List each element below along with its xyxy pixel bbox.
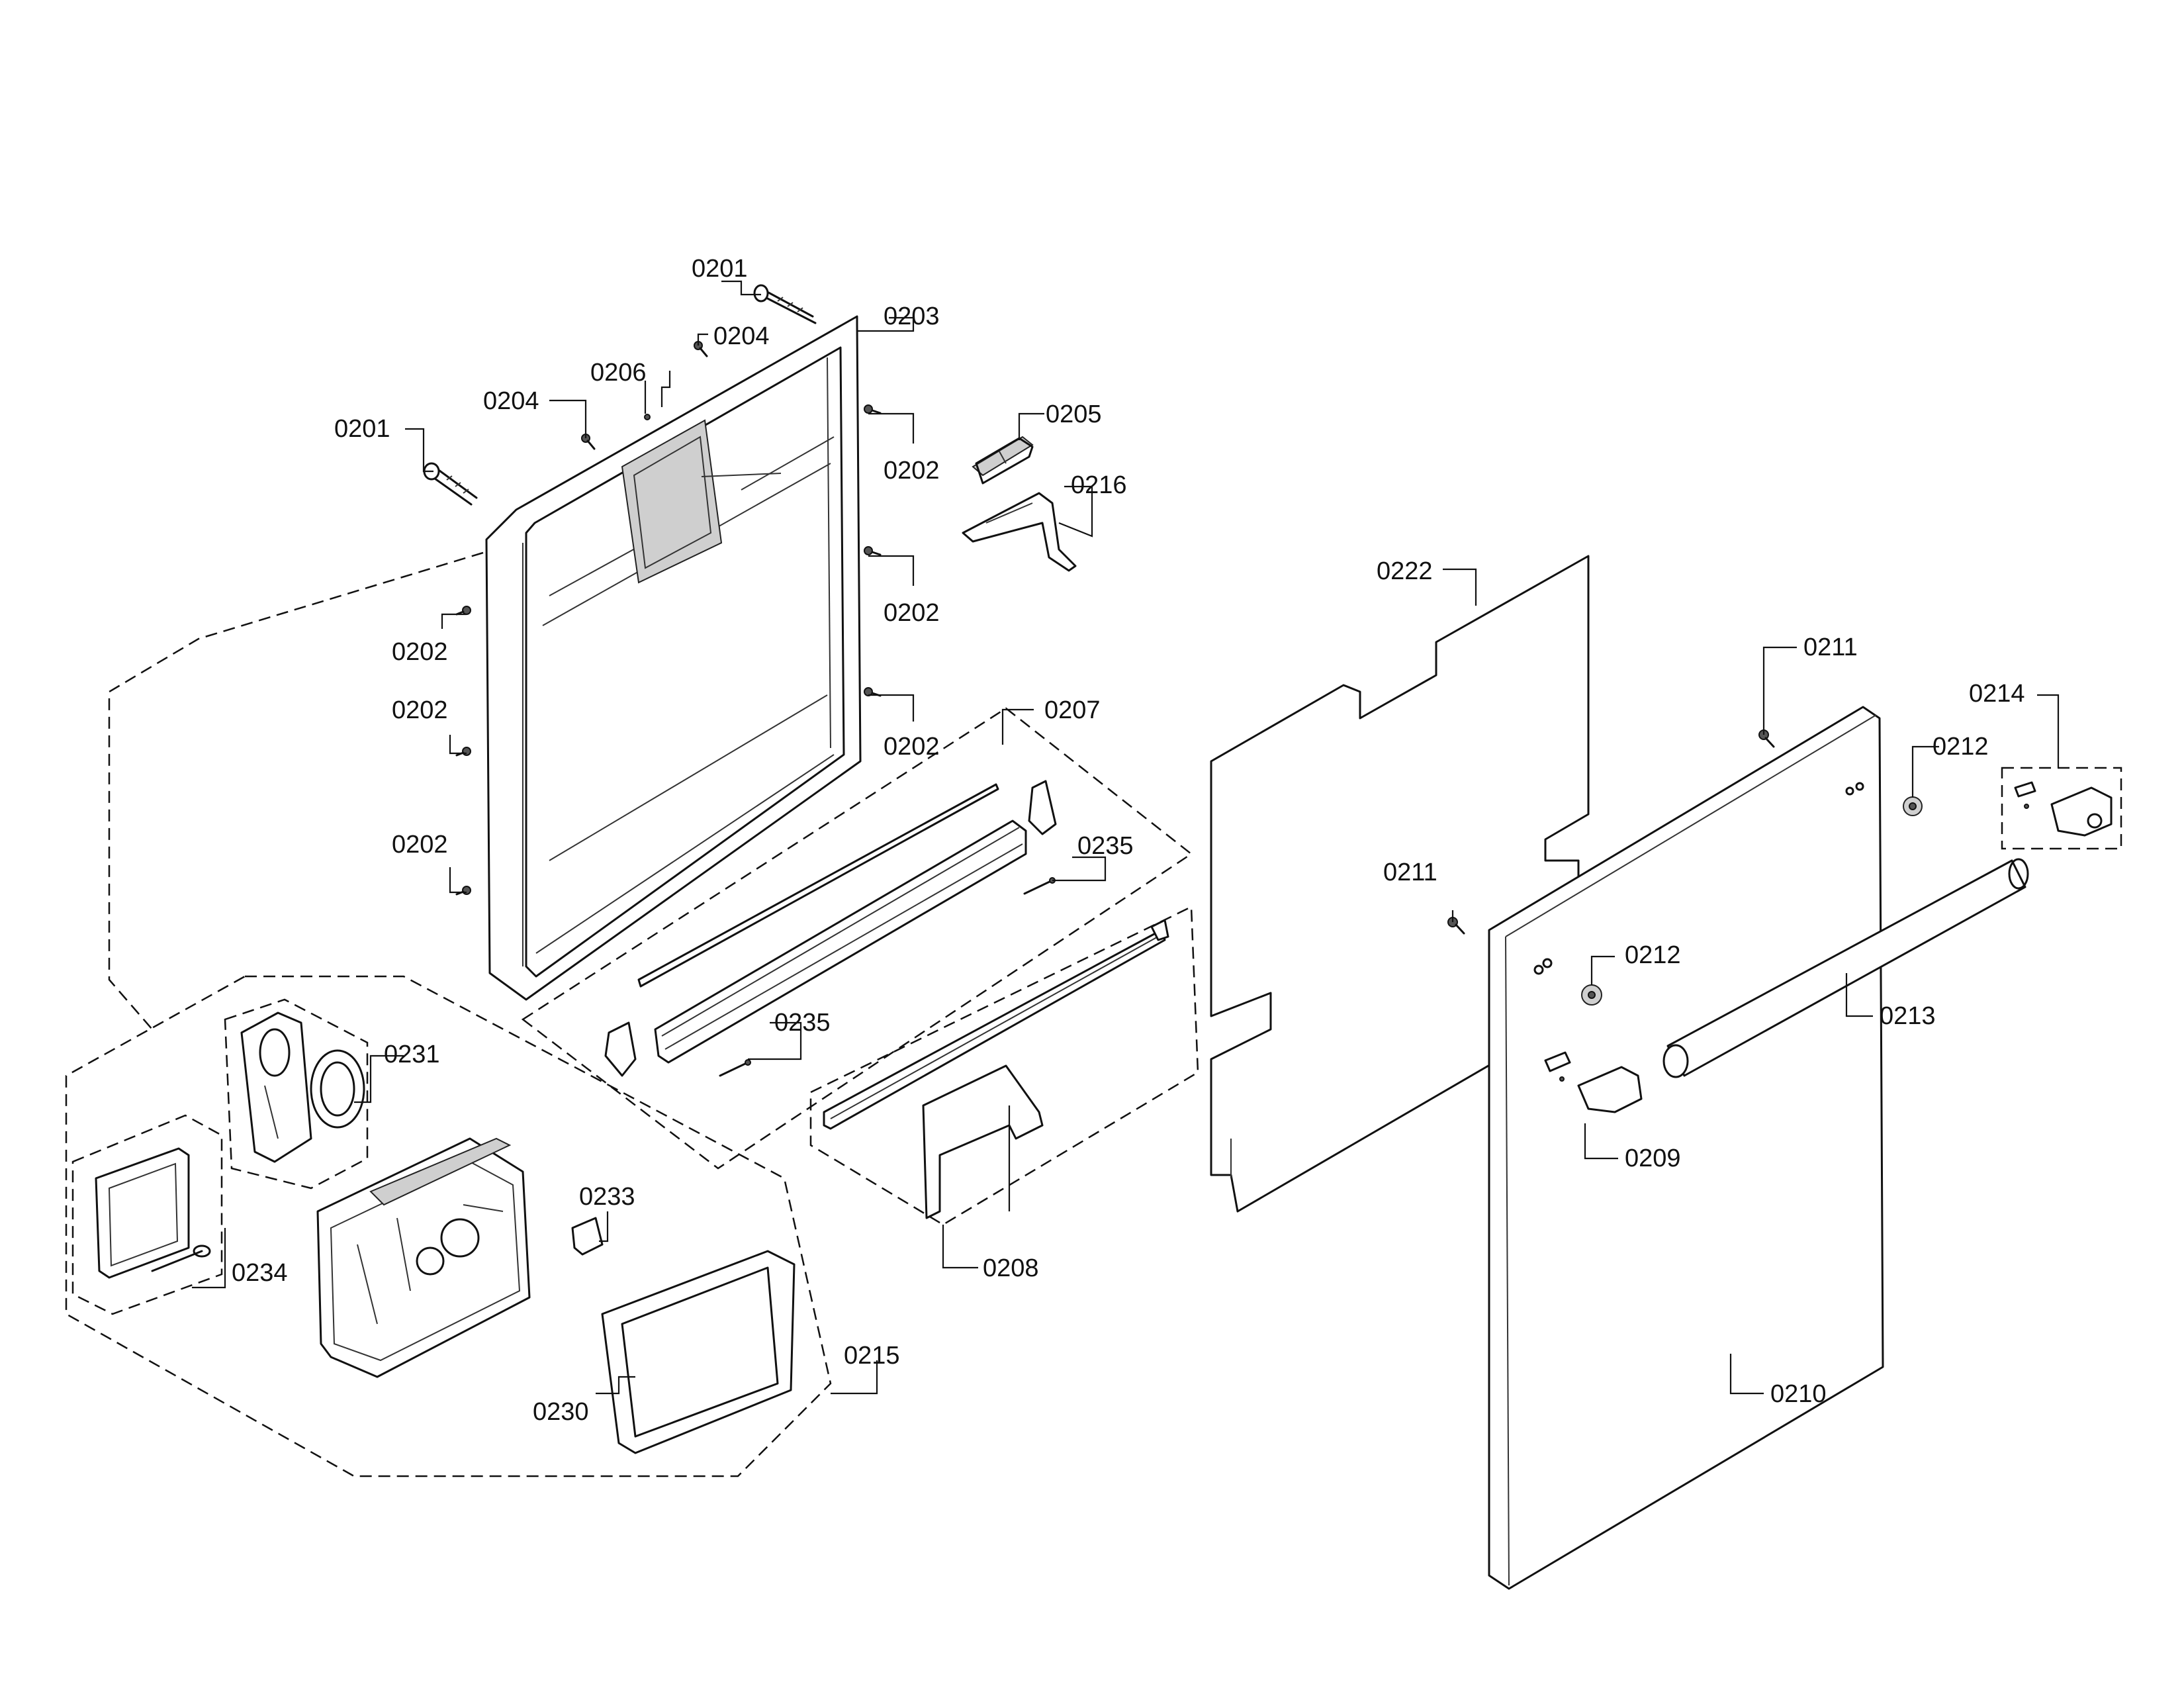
callout-0211-top: 0211 [1803, 633, 1858, 661]
dispenser-module-0215 [316, 1137, 531, 1378]
callout-0212-left: 0212 [1625, 941, 1681, 969]
handle-end-cap-0209 [1544, 1051, 1643, 1113]
callout-0209: 0209 [1625, 1145, 1681, 1172]
callout-0210: 0210 [1770, 1380, 1827, 1408]
callout-0203: 0203 [884, 303, 940, 330]
callout-0202-left-2: 0202 [392, 696, 448, 724]
callout-0202-right-1: 0202 [884, 457, 940, 485]
callout-0204-top: 0204 [713, 322, 770, 350]
callout-0234: 0234 [232, 1259, 288, 1287]
control-housing-0231 [240, 1011, 312, 1163]
callout-0202-right-3: 0202 [884, 733, 940, 761]
clip-0235-bottom [719, 1059, 751, 1077]
hinge-0216 [962, 492, 1077, 572]
pin-0206 [644, 414, 651, 420]
screw-0202-l1 [455, 606, 471, 616]
callout-0235-bottom: 0235 [774, 1009, 831, 1037]
screw-0202-r2 [864, 546, 882, 556]
gasket-frame-0230 [601, 1250, 796, 1454]
leader-lines [192, 280, 2060, 1395]
group-boundary-0208 [809, 906, 1199, 1226]
callout-0208: 0208 [983, 1254, 1039, 1282]
handle-end-cap-0214 [2014, 781, 2113, 837]
inner-door-frame [485, 315, 862, 1001]
assembly-boundary-0215 [108, 551, 484, 1030]
screw-0202-l3 [455, 886, 471, 896]
callout-0213: 0213 [1880, 1002, 1936, 1030]
rail-0208 [823, 919, 1169, 1219]
callout-0214: 0214 [1969, 680, 2025, 708]
callout-0235-top: 0235 [1077, 832, 1134, 860]
group-boundary-0215 [65, 975, 832, 1477]
callout-0233: 0233 [579, 1183, 635, 1211]
callout-0222: 0222 [1377, 557, 1433, 585]
screw-0204-left [581, 434, 596, 450]
callout-0201-left: 0201 [334, 415, 390, 443]
screw-0211-top [1758, 729, 1775, 748]
clip-0235-top [1023, 877, 1056, 895]
callout-0206: 0206 [590, 359, 647, 387]
screw-0202-r1 [864, 404, 882, 414]
latch-0205 [972, 436, 1034, 485]
callout-0207: 0207 [1044, 696, 1101, 724]
handle-bar-0213 [1662, 858, 2029, 1078]
callout-0230: 0230 [533, 1398, 589, 1426]
callout-0204-left: 0204 [483, 387, 539, 415]
callout-0205: 0205 [1046, 400, 1102, 428]
screw-0202-l2 [455, 747, 471, 757]
group-boundary-0214 [2001, 767, 2122, 850]
screw-0201-left [423, 462, 478, 506]
nut-0212-left [1581, 984, 1602, 1006]
callout-0202-right-2: 0202 [884, 599, 940, 627]
callout-0202-left-3: 0202 [392, 831, 448, 859]
screw-0201-top [753, 284, 817, 324]
callout-0231: 0231 [384, 1041, 440, 1068]
callout-0216: 0216 [1071, 471, 1127, 499]
seal-ring-0231 [310, 1049, 365, 1129]
callout-0202-left-1: 0202 [392, 638, 448, 666]
callout-0212-right: 0212 [1933, 733, 1989, 761]
group-boundary-0234 [71, 1114, 223, 1315]
callout-0215: 0215 [844, 1342, 900, 1370]
group-boundary-0231 [224, 998, 369, 1190]
control-panel-0234 [95, 1147, 211, 1279]
nut-0212-right [1903, 796, 1923, 816]
callout-0211-mid: 0211 [1383, 859, 1437, 886]
outer-door-panel-0210 [1488, 706, 1884, 1590]
seal-strip-0207 [604, 780, 1057, 1077]
callout-0201-top: 0201 [692, 255, 748, 283]
screw-0204-top [694, 341, 708, 357]
knob-0233 [571, 1217, 604, 1256]
